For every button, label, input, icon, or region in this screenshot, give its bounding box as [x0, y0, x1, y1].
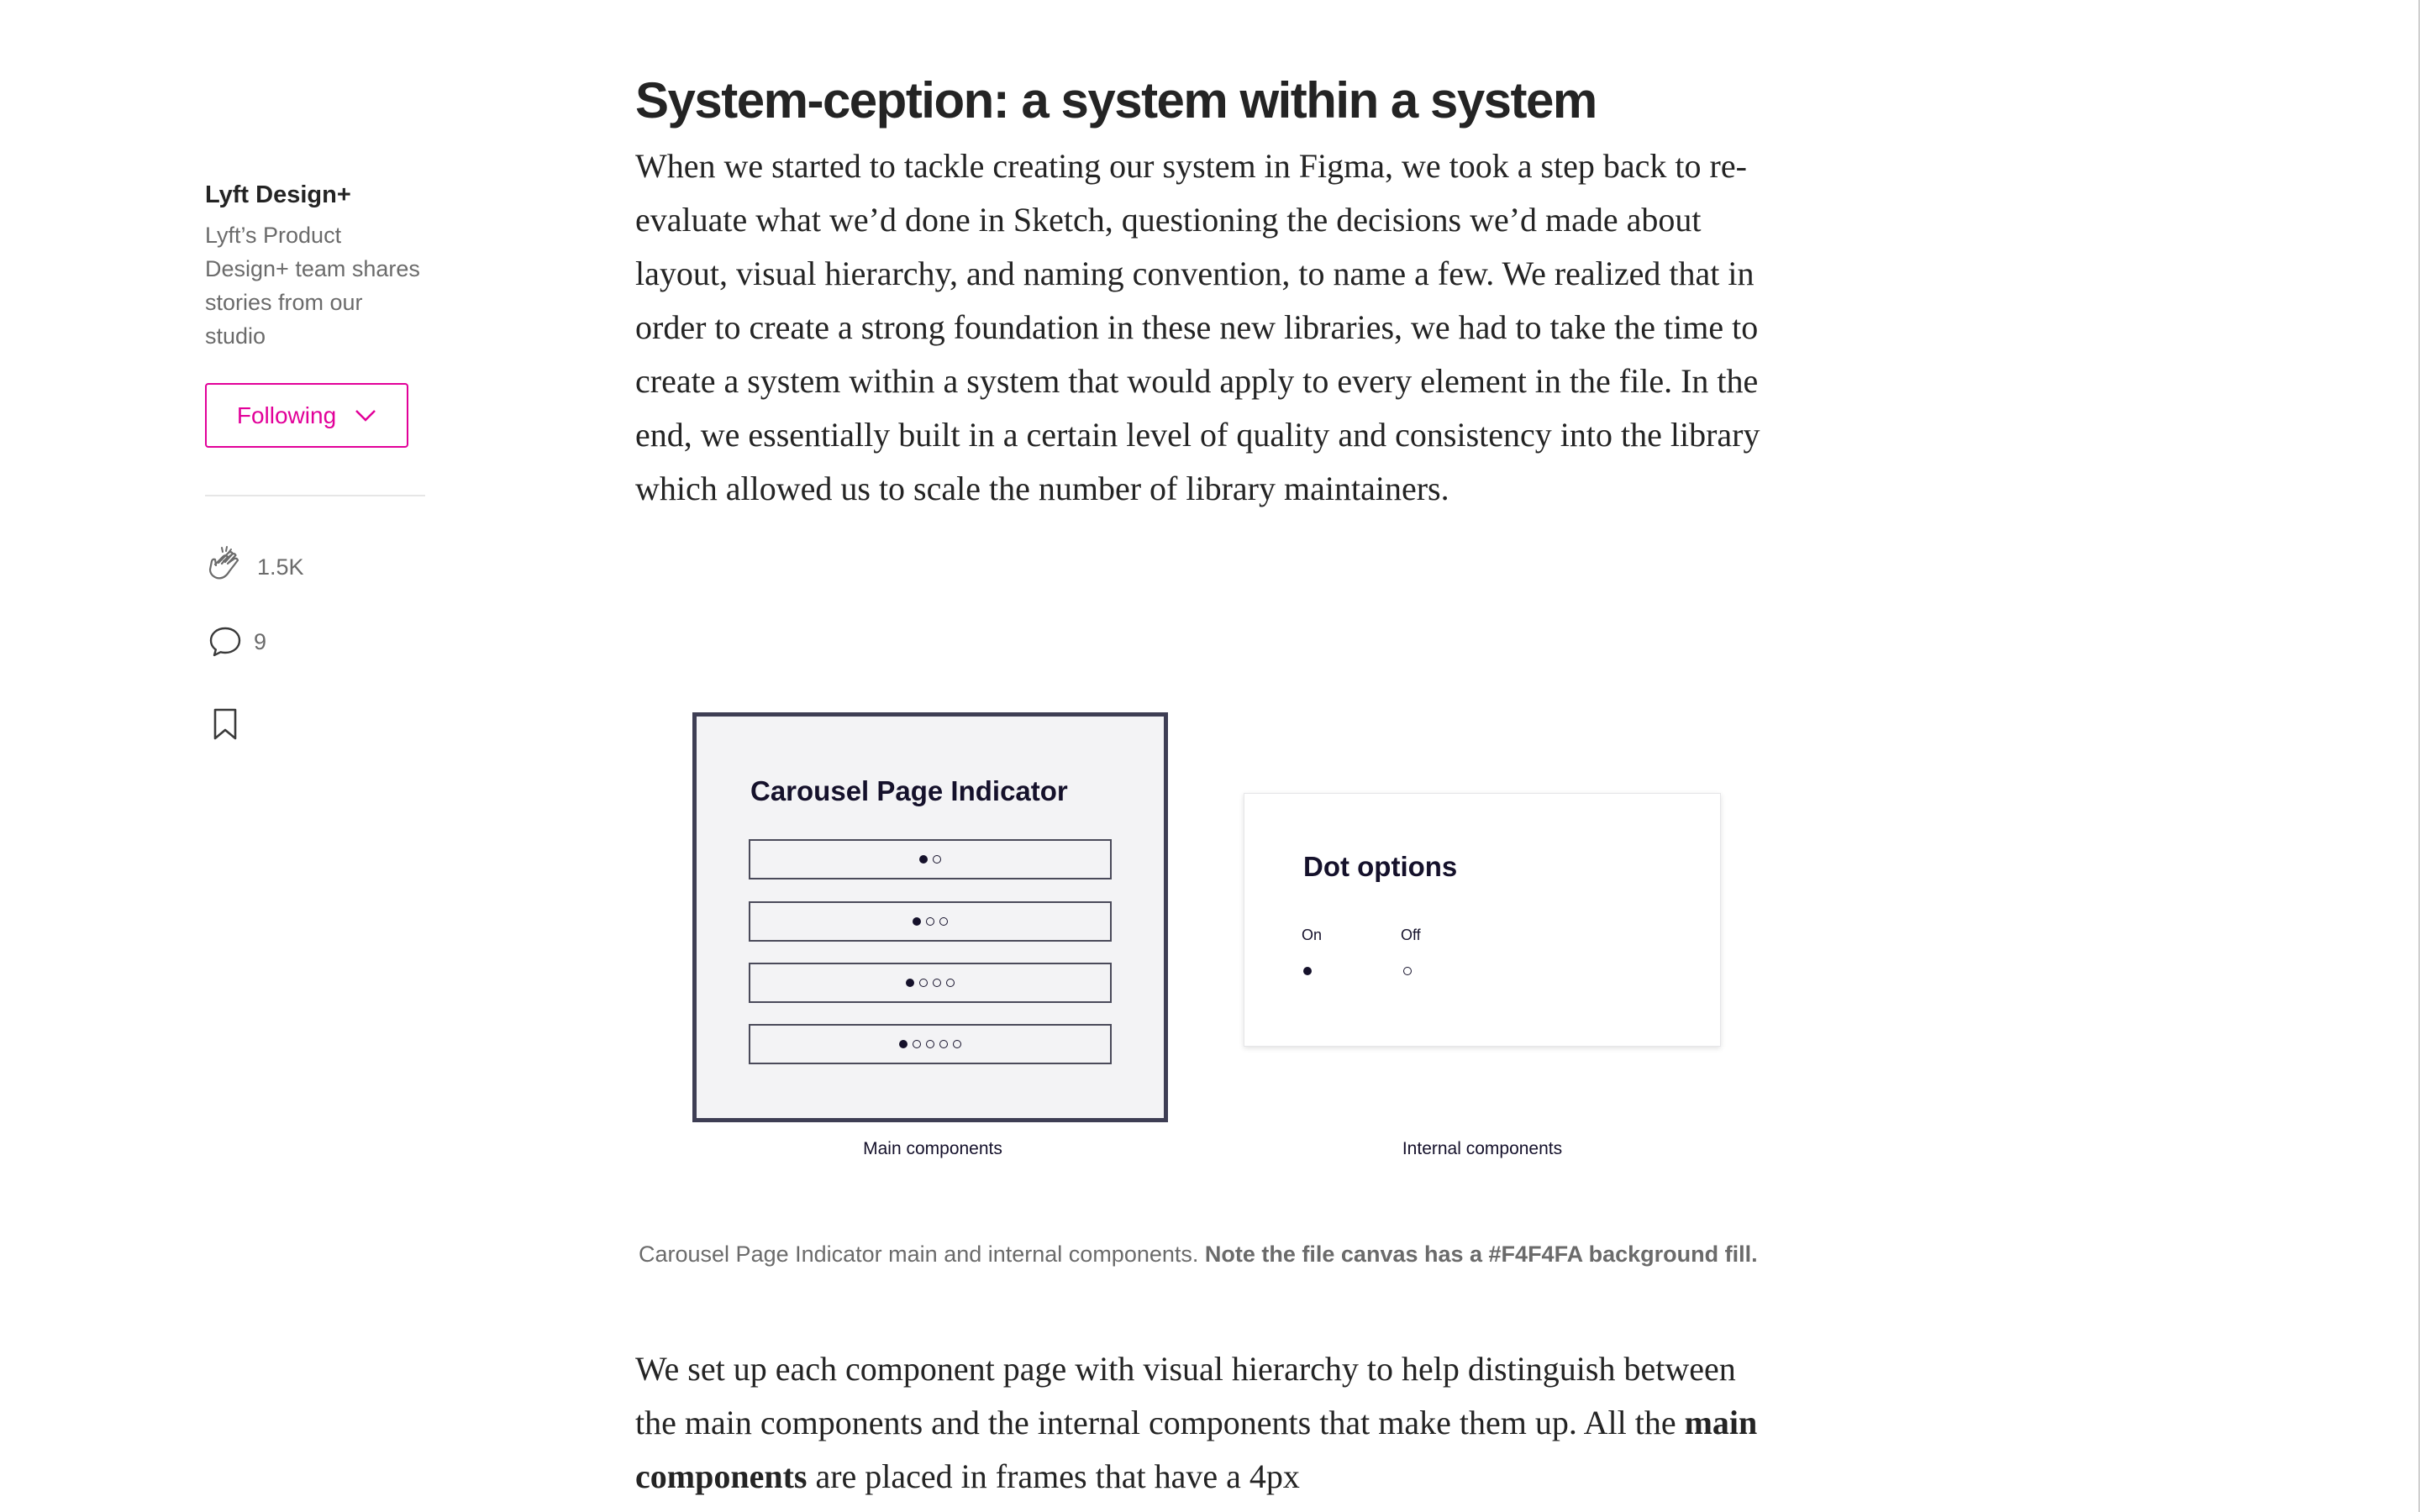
main-components-frame: Carousel Page Indicator	[692, 712, 1168, 1122]
responses-count: 9	[254, 628, 267, 654]
publication-name[interactable]: Lyft Design+	[205, 181, 351, 208]
figure-caption: Carousel Page Indicator main and interna…	[639, 1242, 1758, 1268]
bookmark-stat	[212, 707, 239, 741]
dot-row	[749, 1024, 1112, 1064]
carousel-page-indicator-title: Carousel Page Indicator	[750, 775, 1068, 806]
dot-row	[749, 963, 1112, 1003]
option-on-label: On	[1302, 927, 1323, 943]
figure-caption-text: Carousel Page Indicator main and interna…	[639, 1242, 1205, 1267]
dot-off	[939, 1040, 948, 1048]
dot-on	[913, 917, 921, 926]
article-body: System-ception: a system within a system…	[635, 67, 1778, 516]
dot-off	[919, 979, 928, 987]
dot-off	[946, 979, 955, 987]
paragraph-2-bold: main components	[635, 1404, 1758, 1495]
dot-off	[953, 1040, 961, 1048]
section-heading: System-ception: a system within a system	[635, 72, 1597, 129]
claps-count: 1.5K	[257, 554, 304, 580]
clap-icon[interactable]	[203, 544, 245, 590]
internal-components-label: Internal components	[1402, 1139, 1563, 1158]
article-figure[interactable]: Carousel Page Indicator Dot options On O…	[635, 706, 1778, 1176]
dot-on	[906, 979, 914, 987]
dot-on	[919, 855, 928, 864]
comment-icon[interactable]	[208, 625, 242, 659]
dot-off-sample	[1403, 967, 1412, 975]
paragraph-2-end: are placed in frames that have a 4px	[807, 1457, 1300, 1495]
chevron-down-icon	[355, 409, 376, 423]
dot-on	[899, 1040, 908, 1048]
paragraph-2: We set up each component page with visua…	[635, 1342, 1778, 1504]
following-button-label: Following	[236, 402, 337, 428]
following-button[interactable]: Following	[205, 383, 408, 448]
figure-caption-note: Note the file canvas has a #F4F4FA backg…	[1204, 1242, 1758, 1267]
internal-components-frame: Dot options On Off	[1244, 793, 1721, 1047]
publication-description: Lyft’s Product Design+ team shares stori…	[205, 223, 420, 349]
dot-row	[749, 839, 1112, 879]
dot-options-title: Dot options	[1303, 851, 1458, 882]
bookmark-icon[interactable]	[212, 707, 239, 741]
dot-row	[749, 901, 1112, 942]
paragraph-2-start: We set up each component page with visua…	[635, 1350, 1736, 1441]
option-off-label: Off	[1401, 927, 1421, 943]
sidebar-divider	[205, 495, 425, 496]
page-edge-divider	[2418, 0, 2420, 1512]
dot-off	[939, 917, 948, 926]
dot-off	[926, 1040, 934, 1048]
dot-off	[913, 1040, 921, 1048]
claps-stat: 1.5K	[203, 544, 304, 590]
paragraph-1: When we started to tackle creating our s…	[635, 147, 1760, 507]
dot-on-sample	[1303, 967, 1312, 975]
responses-stat: 9	[208, 625, 266, 659]
dot-off	[933, 855, 941, 864]
dot-off	[933, 979, 941, 987]
publication-sidebar: Lyft Design+ Lyft’s Product Design+ team…	[205, 176, 427, 496]
dot-off	[926, 917, 934, 926]
main-components-label: Main components	[863, 1139, 1002, 1158]
